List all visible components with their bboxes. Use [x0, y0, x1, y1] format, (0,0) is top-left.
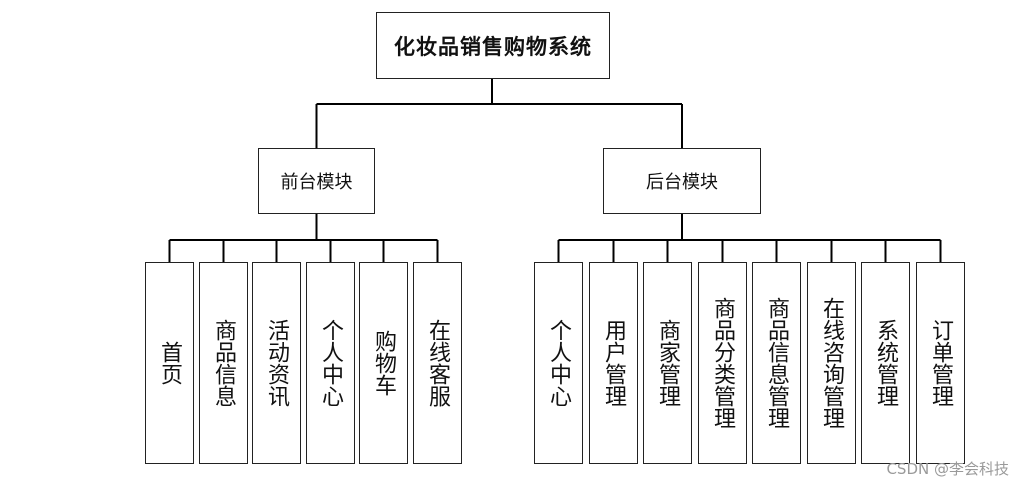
leaf-node-backend-5: 在线咨询管理 [807, 262, 856, 464]
watermark-text: CSDN @李会科技 [886, 460, 1009, 478]
leaf-node-frontend-2: 活动资讯 [252, 262, 301, 464]
leaf-node-frontend-1: 商品信息 [199, 262, 248, 464]
leaf-node-backend-4: 商品信息管理 [752, 262, 801, 464]
leaf-node-backend-7: 订单管理 [916, 262, 965, 464]
root-node: 化妆品销售购物系统 [376, 12, 610, 79]
leaf-node-backend-2: 商家管理 [643, 262, 692, 464]
leaf-node-backend-0: 个人中心 [534, 262, 583, 464]
leaf-node-frontend-3: 个人中心 [306, 262, 355, 464]
leaf-node-backend-1: 用户管理 [589, 262, 638, 464]
module-node-backend: 后台模块 [603, 148, 761, 214]
leaf-node-frontend-0: 首页 [145, 262, 194, 464]
leaf-node-backend-6: 系统管理 [861, 262, 910, 464]
module-node-frontend: 前台模块 [258, 148, 375, 214]
leaf-node-backend-3: 商品分类管理 [698, 262, 747, 464]
leaf-node-frontend-4: 购物车 [359, 262, 408, 464]
leaf-node-frontend-5: 在线客服 [413, 262, 462, 464]
